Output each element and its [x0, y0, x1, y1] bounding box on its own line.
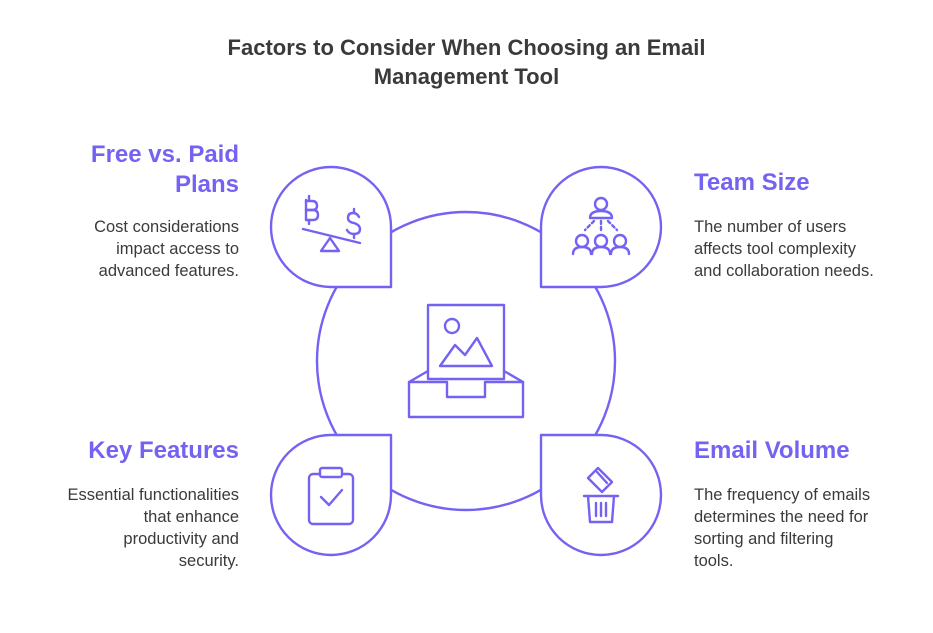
description-email-volume: The frequency of emails determines the n…	[694, 484, 870, 572]
clipboard-check-icon	[307, 466, 355, 526]
description-line: sorting and filtering	[694, 530, 834, 548]
team-hierarchy-icon	[571, 196, 631, 256]
description-line: impact access to	[116, 240, 239, 258]
central-ring	[315, 210, 617, 512]
diagram-title: Factors to Consider When Choosing an Ema…	[200, 33, 733, 91]
heading-line: Plans	[174, 171, 239, 198]
description-line: productivity and	[123, 530, 239, 548]
heading-team-size: Team Size	[694, 168, 810, 198]
heading-line: Key Features	[88, 437, 239, 464]
title-line-2: Management Tool	[373, 64, 560, 89]
description-line: Cost considerations	[94, 218, 239, 236]
trash-bin-icon	[582, 466, 620, 524]
description-line: affects tool complexity	[694, 240, 857, 258]
description-line: The number of users	[694, 218, 847, 236]
description-line: Essential functionalities	[67, 486, 239, 504]
description-line: that enhance	[143, 508, 239, 526]
title-line-1: Factors to Consider When Choosing an Ema…	[227, 35, 706, 60]
description-team-size: The number of users affects tool complex…	[694, 216, 874, 282]
description-line: tools.	[694, 552, 734, 570]
heading-line: Team Size	[694, 169, 810, 196]
description-free-vs-paid: Cost considerations impact access to adv…	[94, 216, 239, 282]
bitcoin-dollar-scale-icon	[301, 194, 362, 253]
heading-free-vs-paid: Free vs. Paid Plans	[91, 140, 239, 200]
description-line: advanced features.	[98, 262, 239, 280]
heading-line: Email Volume	[694, 437, 850, 464]
heading-key-features: Key Features	[88, 436, 239, 466]
description-line: and collaboration needs.	[694, 262, 874, 280]
petal-free-vs-paid	[269, 165, 393, 289]
description-line: The frequency of emails	[694, 486, 871, 504]
description-line: determines the need for	[694, 508, 869, 526]
inbox-image-icon	[407, 303, 525, 419]
description-line: security.	[178, 552, 239, 570]
heading-email-volume: Email Volume	[694, 436, 850, 466]
description-key-features: Essential functionalities that enhance p…	[67, 484, 239, 572]
heading-line: Free vs. Paid	[90, 141, 239, 168]
